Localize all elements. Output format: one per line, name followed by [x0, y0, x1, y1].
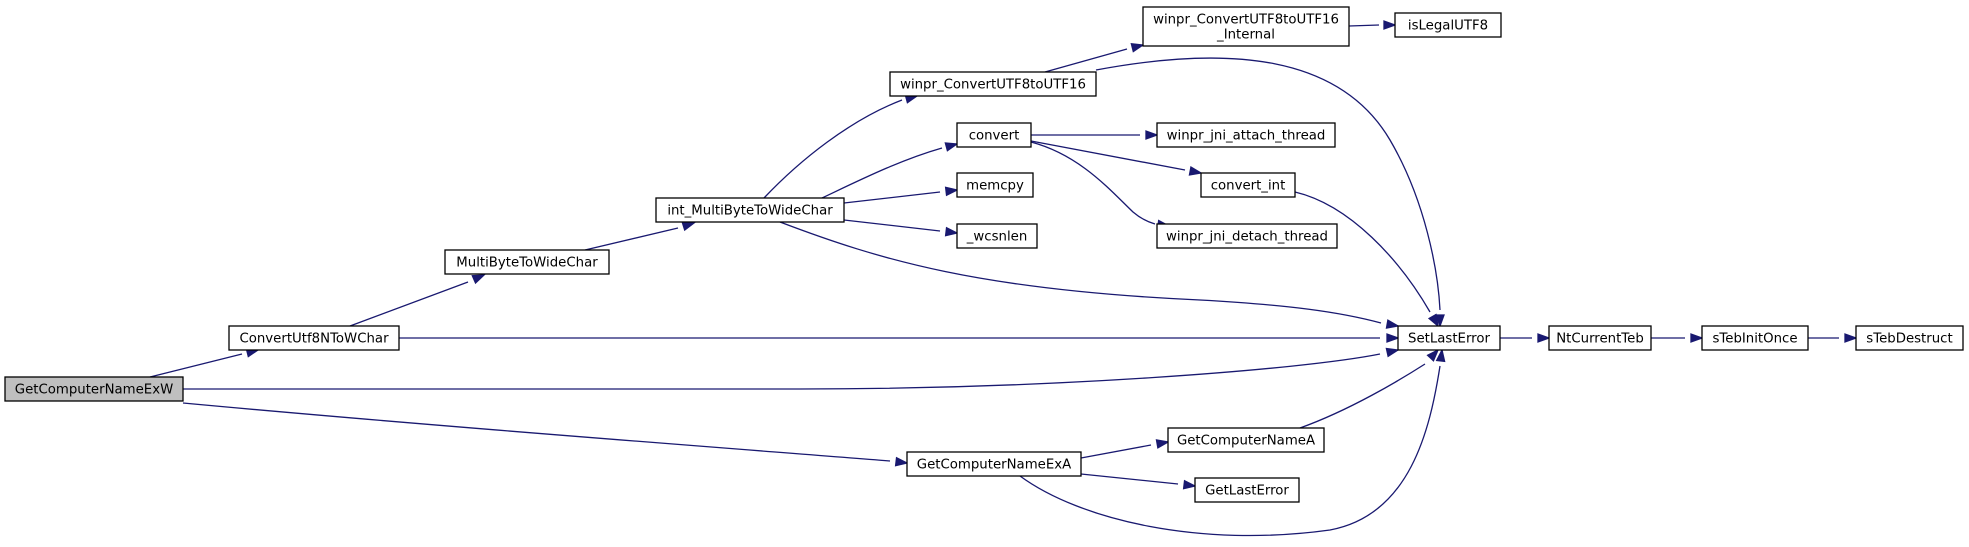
edge-convert-to-convert-int	[1030, 140, 1203, 176]
edge-convert-to-winpr-jni-detach-thread	[1030, 141, 1171, 230]
edge-winpr-convertutf8toutf16-to-setlasterror	[1095, 57, 1445, 328]
node-label: int_MultiByteToWideChar	[667, 204, 833, 219]
edge-ntcurrentteb-to-stebinitonce	[1651, 333, 1704, 343]
node-label: isLegalUTF8	[1408, 19, 1488, 34]
node-label: winpr_jni_detach_thread	[1166, 230, 1328, 245]
node-memcpy[interactable]: memcpy	[956, 172, 1034, 198]
edge-int-multibytetowidechar-to-setlasterror	[779, 221, 1400, 329]
node-label: ConvertUtf8NToWChar	[239, 332, 389, 347]
node-convertutf8ntowchar[interactable]: ConvertUtf8NToWChar	[228, 325, 400, 351]
edge-winpr-convertutf8toutf16-to-winpr-convertutf8toutf16-internal	[1044, 43, 1145, 73]
node-label: GetComputerNameExA	[917, 458, 1071, 473]
node-label: winpr_ConvertUTF8toUTF16	[900, 78, 1086, 93]
node-winpr-jni-attach-thread[interactable]: winpr_jni_attach_thread	[1156, 122, 1336, 148]
node-getlasterror[interactable]: GetLastError	[1194, 477, 1300, 503]
node-label: winpr_ConvertUTF8toUTF16	[1153, 13, 1339, 28]
edge-multibytetowidechar-to-int-multibytetowidechar	[584, 221, 696, 251]
node-stebinitonce[interactable]: sTebInitOnce	[1701, 325, 1809, 351]
node-getcomputernameexw[interactable]: GetComputerNameExW	[4, 376, 184, 402]
node-label: GetLastError	[1205, 484, 1289, 499]
edge-int-multibytetowidechar-to--wcsnlen	[843, 219, 959, 237]
node-label: _wcsnlen	[966, 230, 1028, 245]
edge-int-multibytetowidechar-to-convert	[821, 142, 959, 199]
edge-winpr-convertutf8toutf16-internal-to-islegalutf8	[1348, 20, 1397, 30]
node-winpr-convertutf8toutf16[interactable]: winpr_ConvertUTF8toUTF16	[889, 71, 1097, 97]
edge-convertutf8ntowchar-to-setlasterror	[399, 333, 1400, 343]
node-label: sTebInitOnce	[1712, 332, 1797, 347]
edge-stebinitonce-to-stebdestruct	[1808, 333, 1858, 343]
node-convert-int[interactable]: convert_int	[1200, 172, 1296, 198]
node-convert[interactable]: convert	[956, 122, 1032, 148]
node-ntcurrentteb[interactable]: NtCurrentTeb	[1548, 325, 1652, 351]
node-label: convert_int	[1211, 179, 1286, 194]
edge-getcomputernameexw-to-getcomputernameexa	[182, 402, 909, 467]
node-label: MultiByteToWideChar	[456, 256, 598, 271]
node-label: NtCurrentTeb	[1556, 332, 1644, 347]
node-label: winpr_jni_attach_thread	[1167, 129, 1326, 144]
node-getcomputernamea[interactable]: GetComputerNameA	[1167, 427, 1325, 453]
node-winpr-jni-detach-thread[interactable]: winpr_jni_detach_thread	[1156, 223, 1338, 249]
edge-convertutf8ntowchar-to-multibytetowidechar	[349, 274, 486, 327]
node-multibytetowidechar[interactable]: MultiByteToWideChar	[444, 249, 610, 275]
call-edges	[149, 20, 1858, 537]
node-label: GetComputerNameExW	[15, 383, 173, 398]
edge-getcomputernameexa-to-setlasterror	[1019, 348, 1446, 537]
edge-convert-int-to-setlasterror	[1294, 191, 1439, 328]
node-getcomputernameexa[interactable]: GetComputerNameExA	[906, 451, 1082, 477]
node-label: convert	[969, 129, 1020, 144]
edge-getcomputernameexa-to-getcomputernamea	[1080, 439, 1170, 459]
edge-int-multibytetowidechar-to-winpr-convertutf8toutf16	[763, 94, 919, 199]
node-int-multibytetowidechar[interactable]: int_MultiByteToWideChar	[655, 197, 845, 223]
node--wcsnlen[interactable]: _wcsnlen	[956, 223, 1038, 249]
node-winpr-convertutf8toutf16-internal[interactable]: winpr_ConvertUTF8toUTF16_Internal	[1142, 6, 1350, 47]
node-label: SetLastError	[1408, 332, 1490, 347]
edge-getcomputernamea-to-setlasterror	[1299, 348, 1440, 429]
node-label: sTebDestruct	[1866, 332, 1952, 347]
node-setlasterror[interactable]: SetLastError	[1397, 325, 1501, 351]
edge-setlasterror-to-ntcurrentteb	[1500, 333, 1551, 343]
node-label: memcpy	[966, 179, 1024, 194]
node-stebdestruct[interactable]: sTebDestruct	[1855, 325, 1964, 351]
node-islegalutf8[interactable]: isLegalUTF8	[1394, 12, 1502, 38]
edge-getcomputernameexw-to-convertutf8ntowchar	[149, 348, 260, 378]
edge-convert-to-winpr-jni-attach-thread	[1031, 130, 1159, 140]
node-label: _Internal	[1216, 28, 1275, 43]
function-nodes: GetComputerNameExW ConvertUtf8NToWChar Mul…	[4, 6, 1964, 503]
node-label: GetComputerNameA	[1177, 434, 1315, 449]
edge-int-multibytetowidechar-to-memcpy	[843, 186, 959, 204]
edge-getcomputernameexa-to-getlasterror	[1080, 473, 1197, 490]
edge-getcomputernameexw-to-setlasterror	[183, 347, 1400, 390]
